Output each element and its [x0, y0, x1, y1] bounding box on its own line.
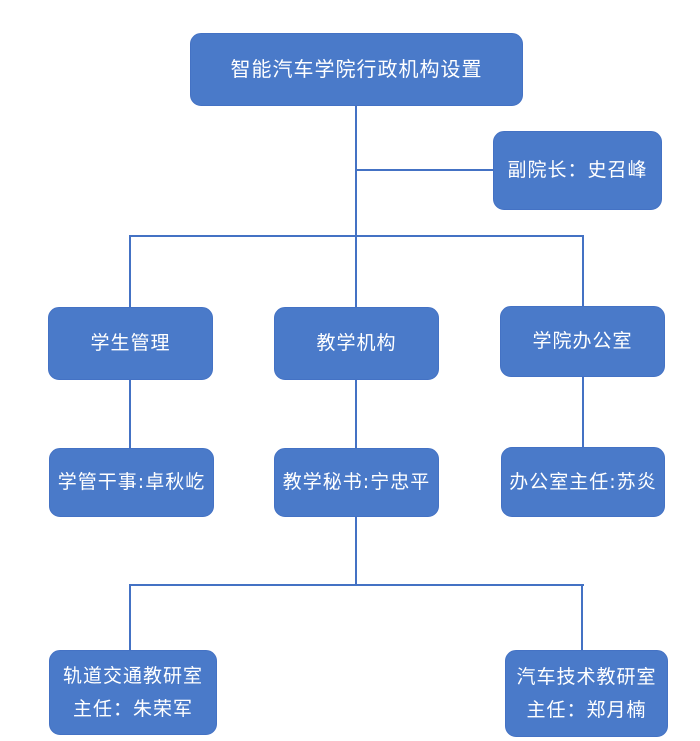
node-teaching-organization: 教学机构 — [274, 307, 439, 380]
node-office-director: 办公室主任:苏炎 — [501, 447, 665, 517]
node-student-affairs-officer: 学管干事:卓秋屹 — [49, 448, 214, 517]
node-vice-dean: 副院长：史召峰 — [493, 131, 662, 210]
connector-teachingorg-secretary — [355, 380, 357, 448]
connector-row2-drop-left — [129, 585, 131, 650]
node-auto-tech-office: 汽车技术教研室 主任：郑月楠 — [505, 650, 668, 737]
node-auto-tech-office-director: 主任：郑月楠 — [526, 698, 647, 721]
node-rail-transit-office-name: 轨道交通教研室 — [62, 664, 203, 687]
connector-row1-drop-left — [129, 236, 131, 307]
connector-row2-horizontal — [129, 584, 584, 586]
connector-row2-drop-right — [581, 585, 583, 650]
node-rail-transit-office-director: 主任：朱荣军 — [72, 697, 193, 720]
node-office-director-label: 办公室主任:苏炎 — [509, 470, 657, 493]
node-root-title: 智能汽车学院行政机构设置 — [190, 33, 523, 106]
node-teaching-secretary-label: 教学秘书:宁忠平 — [282, 471, 431, 493]
connector-office-director — [582, 377, 584, 447]
node-teaching-secretary: 教学秘书:宁忠平 — [274, 448, 439, 517]
node-college-office: 学院办公室 — [500, 306, 665, 377]
node-teaching-organization-label: 教学机构 — [316, 332, 397, 354]
node-student-affairs-officer-label: 学管干事:卓秋屹 — [57, 471, 206, 493]
connector-studentmgmt-officer — [129, 380, 131, 448]
node-root-label: 智能汽车学院行政机构设置 — [230, 57, 483, 81]
node-student-management: 学生管理 — [48, 307, 213, 380]
connector-row1-horizontal — [129, 235, 584, 237]
node-vice-dean-label: 副院长：史召峰 — [507, 159, 648, 181]
connector-secretary-down — [355, 517, 357, 585]
node-college-office-label: 学院办公室 — [532, 330, 633, 352]
connector-vice-dean-branch — [356, 169, 493, 171]
connector-root-vertical — [355, 106, 357, 307]
connector-row1-drop-right — [582, 236, 584, 306]
node-rail-transit-office: 轨道交通教研室 主任：朱荣军 — [49, 650, 217, 735]
node-auto-tech-office-name: 汽车技术教研室 — [516, 665, 657, 688]
node-student-management-label: 学生管理 — [90, 332, 171, 354]
